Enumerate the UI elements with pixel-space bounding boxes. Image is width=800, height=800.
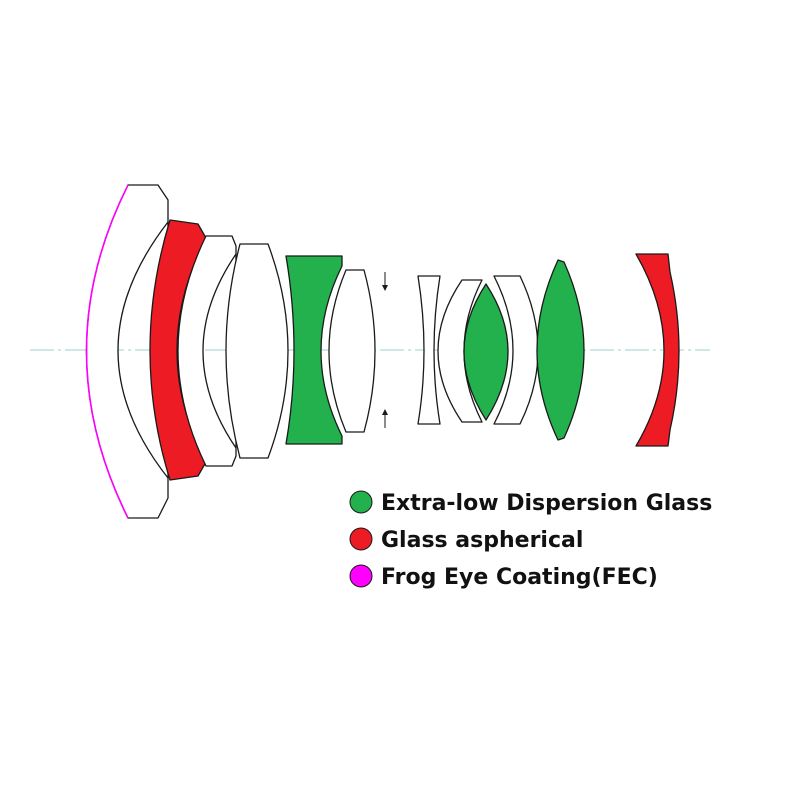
ed-biconvex-element-3 <box>536 259 585 441</box>
concave-element-5 <box>417 275 441 425</box>
aspherical-element-2 <box>635 253 680 447</box>
meniscus-element-2 <box>177 235 237 467</box>
legend-item-ed-glass: Extra-low Dispersion Glass <box>349 490 712 516</box>
legend-label-ed-glass: Extra-low Dispersion Glass <box>381 491 712 516</box>
legend-label-aspherical: Glass aspherical <box>381 528 583 553</box>
legend-swatch-magenta <box>349 564 373 588</box>
meniscus-element-7 <box>493 275 539 425</box>
legend: Extra-low Dispersion Glass Glass aspheri… <box>349 490 712 590</box>
concave-element-6 <box>437 279 483 423</box>
convex-element-3 <box>225 243 289 459</box>
legend-swatch-red <box>349 527 373 551</box>
ed-concave-element-1 <box>285 255 343 445</box>
aperture-stop-marker <box>382 272 388 428</box>
fec-coating-arc <box>85 184 129 519</box>
ed-biconvex-element-2 <box>463 283 509 421</box>
legend-label-fec: Frog Eye Coating(FEC) <box>381 565 658 590</box>
legend-swatch-green <box>349 490 373 514</box>
legend-item-fec: Frog Eye Coating(FEC) <box>349 564 658 590</box>
legend-item-aspherical: Glass aspherical <box>349 527 583 553</box>
convex-element-4 <box>328 269 376 433</box>
